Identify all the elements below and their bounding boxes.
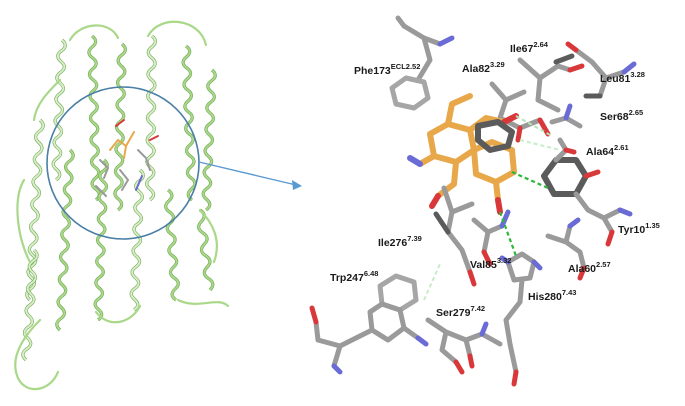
helix-ribbon <box>202 69 217 211</box>
residue-his280-sticks <box>503 251 537 375</box>
helix-ribbon <box>182 45 196 201</box>
label-ala64: Ala642.61 <box>586 143 629 158</box>
residue-ser279-sticks <box>425 317 503 365</box>
residue-tyr10-sticks <box>541 157 589 197</box>
hydrogen-bonds <box>423 115 561 301</box>
pocket-sticks <box>95 119 159 197</box>
residue-trp247-sticks <box>313 273 421 369</box>
helix-ribbon <box>87 35 101 201</box>
binding-site-detail <box>309 15 637 387</box>
protein-ribbon-overview <box>14 20 230 391</box>
helix-ribbon <box>197 209 214 291</box>
helix-ribbon <box>55 149 75 331</box>
label-ile276: Ile2767.39 <box>378 234 422 249</box>
label-ile67: Ile672.64 <box>510 40 549 55</box>
label-ser68: Ser682.65 <box>600 108 643 123</box>
helix-ribbon <box>164 189 180 301</box>
label-his280: His2807.43 <box>528 288 576 303</box>
helix-ribbon <box>94 159 109 321</box>
residue-cluster-top <box>489 47 627 131</box>
protein-loops <box>14 20 230 391</box>
residue-labels: Phe173ECL2.52 Ile672.64 Ala823.29 Leu813… <box>330 40 660 319</box>
transmembrane-helices <box>21 34 217 362</box>
label-val85: Val853.32 <box>470 256 511 271</box>
helix-ribbon <box>21 249 39 361</box>
zoom-arrow <box>198 161 302 190</box>
label-ala60: Ala602.57 <box>568 260 611 275</box>
label-trp247: Trp2476.48 <box>330 269 378 284</box>
helix-ribbon <box>145 35 157 201</box>
residue-ala60-sticks <box>545 223 587 271</box>
residue-phe173-sticks <box>389 23 443 111</box>
label-ser279: Ser2797.42 <box>436 304 485 319</box>
zoom-circle <box>46 86 200 240</box>
label-tyr10: Tyr101.35 <box>618 221 660 236</box>
helix-ribbon <box>113 43 127 211</box>
label-ala82: Ala823.29 <box>462 60 505 75</box>
helix-ribbon <box>52 39 67 181</box>
label-phe173: Phe173ECL2.52 <box>354 62 420 77</box>
helix-ribbon <box>130 169 145 311</box>
label-leu81: Leu813.28 <box>600 70 645 85</box>
